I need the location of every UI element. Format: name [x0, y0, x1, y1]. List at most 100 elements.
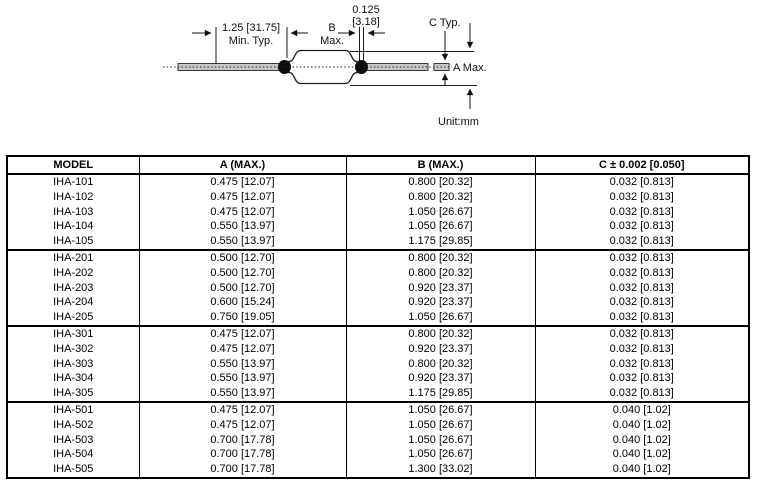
end-bead-left [278, 60, 291, 74]
value-cell: 0.040 [1.02] [534, 462, 749, 478]
value-cell: 1.050 [26.67] [345, 204, 535, 220]
value-cell: 0.040 [1.02] [534, 401, 749, 418]
value-cell: 0.475 [12.07] [138, 417, 346, 433]
value-cell: 0.032 [0.813] [534, 371, 749, 387]
value-cell: 0.500 [12.70] [138, 249, 346, 266]
table-row: IHA-304 0.550 [13.97]0.920 [23.37]0.032 [… [7, 371, 749, 387]
value-cell: 0.550 [13.97] [138, 386, 346, 402]
table-row: IHA-104 0.550 [13.97]1.050 [26.67]0.032 [… [7, 219, 749, 235]
value-cell: 0.032 [0.813] [534, 295, 749, 311]
body-diameter-label: A Max. [453, 62, 487, 74]
value-cell: 0.032 [0.813] [534, 204, 749, 220]
spec-table-header: MODEL A (MAX.) B (MAX.) C ± 0.002 [0.050… [7, 156, 749, 174]
value-cell: 0.040 [1.02] [534, 417, 749, 433]
model-cell: IHA-205 [53, 311, 94, 324]
value-cell: 1.050 [26.67] [345, 447, 535, 463]
model-cell: IHA-103 [53, 205, 94, 218]
value-cell: 1.175 [29.85] [345, 386, 535, 402]
model-cell: IHA-101 [53, 176, 94, 188]
table-row: IHA-201 0.500 [12.70]0.800 [20.32]0.032 [… [7, 249, 749, 266]
model-cell: IHA-102 [53, 190, 94, 203]
value-cell: 0.032 [0.813] [534, 234, 749, 250]
axial-component-drawing: 1.25 [31.75] Min. Typ. B Max. 0.125 [3.1… [163, 4, 487, 128]
column-header-c-tol: C ± 0.002 [0.050] [534, 156, 749, 174]
model-cell: IHA-303 [53, 357, 94, 370]
value-cell: 0.032 [0.813] [534, 219, 749, 235]
lead-length-qualifier-label: Min. Typ. [229, 35, 273, 47]
table-row: IHA-305 0.550 [13.97]1.175 [29.85]0.032 [… [7, 386, 749, 402]
value-cell: 0.475 [12.07] [138, 189, 346, 205]
value-cell: 0.475 [12.07] [138, 174, 346, 190]
value-cell: 0.800 [20.32] [345, 249, 535, 266]
model-cell: IHA-305 [53, 387, 94, 400]
lead-diameter-label: C Typ. [429, 17, 461, 29]
value-cell: 0.550 [13.97] [138, 219, 346, 235]
table-row: IHA-105 0.550 [13.97]1.175 [29.85]0.032 [… [7, 234, 749, 250]
value-cell: 1.050 [26.67] [345, 310, 535, 326]
value-cell: 0.032 [0.813] [534, 386, 749, 402]
value-cell: 0.032 [0.813] [534, 189, 749, 205]
value-cell: 0.040 [1.02] [534, 432, 749, 448]
model-cell: IHA-304 [53, 372, 94, 385]
value-cell: 1.175 [29.85] [345, 234, 535, 250]
value-cell: 0.475 [12.07] [138, 204, 346, 220]
model-cell: IHA-105 [53, 235, 94, 248]
value-cell: 0.032 [0.813] [534, 249, 749, 266]
model-cell: IHA-301 [53, 327, 94, 340]
value-cell: 0.920 [23.37] [345, 295, 535, 311]
model-cell: IHA-201 [53, 251, 94, 264]
lead-length-dimension-label: 1.25 [31.75] [222, 22, 280, 34]
column-header-model: MODEL [53, 159, 94, 171]
table-row: IHA-203 0.500 [12.70]0.920 [23.37]0.032 [… [7, 280, 749, 296]
value-cell: 0.500 [12.70] [138, 280, 346, 296]
value-cell: 1.050 [26.67] [345, 432, 535, 448]
value-cell: 0.920 [23.37] [345, 371, 535, 387]
spec-table: MODEL A (MAX.) B (MAX.) C ± 0.002 [0.050… [6, 155, 750, 479]
model-cell: IHA-505 [53, 463, 94, 476]
value-cell: 0.800 [20.32] [345, 265, 535, 281]
model-cell: IHA-302 [53, 342, 94, 355]
value-cell: 0.750 [19.05] [138, 310, 346, 326]
model-cell: IHA-502 [53, 418, 94, 431]
value-cell: 0.800 [20.32] [345, 189, 535, 205]
value-cell: 0.475 [12.07] [138, 325, 346, 342]
value-cell: 0.550 [13.97] [138, 356, 346, 372]
body-length-dimension-label: B [328, 22, 335, 34]
value-cell: 1.050 [26.67] [345, 219, 535, 235]
value-cell: 0.800 [20.32] [345, 356, 535, 372]
table-row: IHA-103 0.475 [12.07]1.050 [26.67]0.032 [… [7, 204, 749, 220]
value-cell: 0.550 [13.97] [138, 371, 346, 387]
table-row: IHA-502 0.475 [12.07]1.050 [26.67]0.040 [… [7, 417, 749, 433]
value-cell: 1.050 [26.67] [345, 417, 535, 433]
model-cell: IHA-204 [53, 296, 94, 309]
model-cell: IHA-202 [53, 266, 94, 279]
model-cell: IHA-203 [53, 281, 94, 294]
value-cell: 0.032 [0.813] [534, 280, 749, 296]
model-cell: IHA-501 [53, 403, 94, 416]
value-cell: 0.550 [13.97] [138, 234, 346, 250]
value-cell: 0.475 [12.07] [138, 341, 346, 357]
column-header-a-max: A (MAX.) [138, 156, 346, 174]
unit-label: Unit:mm [438, 116, 479, 128]
model-cell: IHA-104 [53, 220, 94, 233]
value-cell: 0.700 [17.78] [138, 447, 346, 463]
value-cell: 1.050 [26.67] [345, 401, 535, 418]
value-cell: 1.300 [33.02] [345, 462, 535, 478]
end-gap-metric-label: [3.18] [352, 16, 380, 28]
model-cell: IHA-503 [53, 433, 94, 446]
table-row: IHA-102 0.475 [12.07]0.800 [20.32]0.032 [… [7, 189, 749, 205]
value-cell: 0.920 [23.37] [345, 280, 535, 296]
